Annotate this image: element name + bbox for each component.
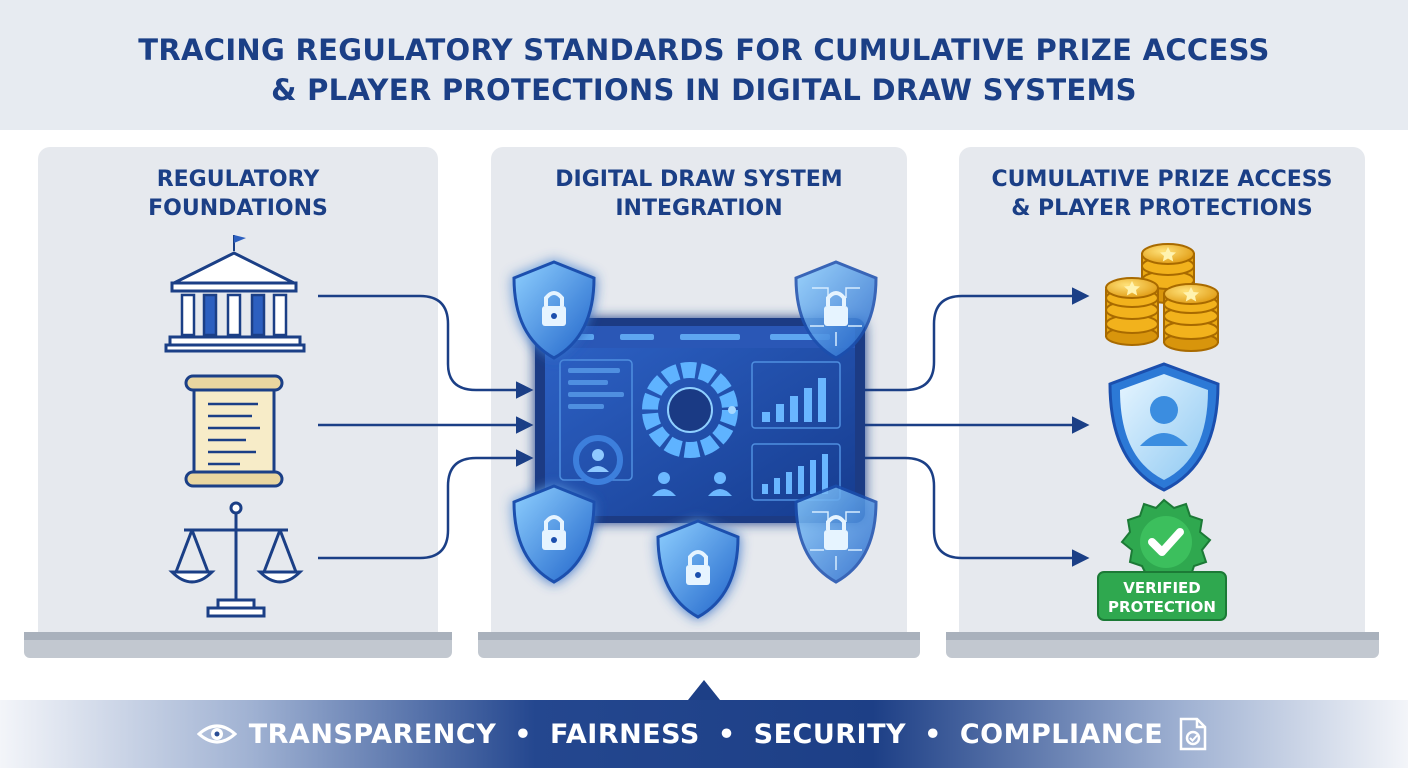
left-connectors	[318, 294, 534, 560]
value-separator: •	[924, 718, 942, 750]
scroll-document-icon	[184, 374, 284, 488]
gold-coins-icon	[1105, 243, 1219, 352]
panel-title-line-2: INTEGRATION	[615, 196, 783, 221]
panel-title-regulatory-foundations: REGULATORY FOUNDATIONS	[38, 165, 438, 223]
user-figure-icon	[652, 472, 732, 496]
panel-title-line-1: DIGITAL DRAW SYSTEM	[555, 167, 843, 192]
flow-diagram: VERIFIED PROTECTION	[164, 235, 1227, 621]
values-list: TRANSPARENCY • FAIRNESS • SECURITY • COM…	[0, 700, 1408, 768]
header-band	[0, 0, 1408, 130]
verified-badge-icon: VERIFIED PROTECTION	[1097, 498, 1227, 621]
panel-title-line-2: & PLAYER PROTECTIONS	[1011, 196, 1313, 221]
title-line-2: & PLAYER PROTECTIONS IN DIGITAL DRAW SYS…	[271, 73, 1137, 107]
title-line-1: TRACING REGULATORY STANDARDS FOR CUMULAT…	[138, 33, 1270, 67]
panel-title-digital-draw-system: DIGITAL DRAW SYSTEM INTEGRATION	[491, 165, 907, 223]
right-connectors	[865, 287, 1090, 567]
value-transparency: TRANSPARENCY	[248, 718, 497, 750]
value-security: SECURITY	[753, 718, 907, 750]
lock-shield-icon	[512, 260, 596, 360]
justice-scales-icon	[168, 501, 304, 618]
badge-label-line-1: VERIFIED	[1123, 579, 1201, 597]
panel-base-top-3	[946, 632, 1379, 640]
panel-title-line-1: CUMULATIVE PRIZE ACCESS	[991, 167, 1333, 192]
page-title: TRACING REGULATORY STANDARDS FOR CUMULAT…	[0, 30, 1408, 110]
lock-shield-icon	[512, 484, 596, 584]
eye-icon	[196, 724, 237, 744]
circuit-lock-shield-icon	[794, 484, 878, 584]
connector-system-to-badge	[865, 456, 1090, 567]
compliance-document-icon	[1180, 717, 1207, 751]
panel-base-3	[946, 640, 1379, 658]
connector-building-to-system	[318, 294, 534, 399]
panel-base-1	[24, 640, 452, 658]
panel-title-line-1: REGULATORY	[156, 167, 320, 192]
panel-base-2	[478, 640, 920, 658]
value-separator: •	[717, 718, 736, 750]
panel-base-top-1	[24, 632, 452, 640]
panel-title-line-2: FOUNDATIONS	[148, 196, 328, 221]
lock-shield-icon	[656, 519, 740, 619]
circuit-lock-shield-icon	[794, 260, 878, 360]
value-compliance: COMPLIANCE	[959, 718, 1164, 750]
banner-notch	[688, 680, 720, 700]
value-separator: •	[514, 718, 533, 750]
government-building-icon	[164, 235, 306, 353]
connector-system-to-coins	[865, 287, 1090, 392]
panel-title-prize-access: CUMULATIVE PRIZE ACCESS & PLAYER PROTECT…	[959, 165, 1365, 223]
value-fairness: FAIRNESS	[550, 718, 700, 750]
badge-label-line-2: PROTECTION	[1108, 598, 1216, 616]
connector-scales-to-system	[318, 449, 534, 560]
user-shield-icon	[1108, 362, 1220, 492]
dashboard-screen-icon	[535, 318, 865, 523]
panel-base-top-2	[478, 632, 920, 640]
